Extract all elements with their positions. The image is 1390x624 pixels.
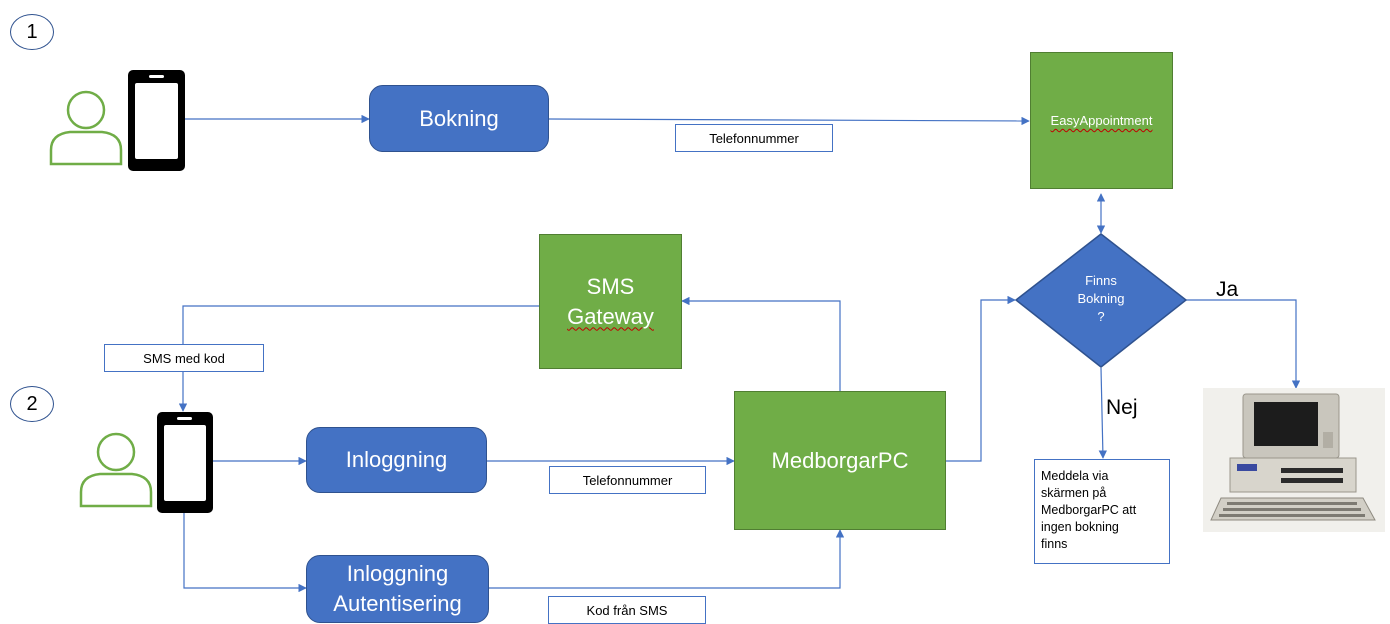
message-line4: ingen bokning <box>1041 520 1119 534</box>
sms-gateway-node: SMS Gateway <box>539 234 682 369</box>
easyappointment-label: EasyAppointment <box>1050 113 1153 128</box>
edge-medborgarpc-to-decision <box>946 295 1016 462</box>
sms-gateway-label-line2: Gateway <box>567 303 654 329</box>
kod-fran-sms-text: Kod från SMS <box>586 602 668 618</box>
edge-bokning-to-easyappointment <box>548 116 1030 126</box>
telefonnummer-mid-text: Telefonnummer <box>582 472 673 488</box>
edge-label-kod-fran-sms: Kod från SMS <box>548 596 706 624</box>
bokning-node: Bokning <box>369 85 549 152</box>
decision-text: Finns Bokning ? <box>1046 272 1156 326</box>
user-icon <box>79 432 153 508</box>
user-icon <box>49 90 123 166</box>
mobile-phone-icon <box>128 70 185 171</box>
decision-line2: Bokning <box>1077 291 1125 306</box>
step-1-number: 1 <box>26 20 38 43</box>
sms-med-kod-text: SMS med kod <box>143 350 225 366</box>
inloggning-autentisering-label-line2: Autentisering <box>333 591 462 616</box>
decision-diamond <box>1014 233 1188 368</box>
edge-label-sms-med-kod: SMS med kod <box>104 344 264 372</box>
decision-line3: ? <box>1097 309 1105 324</box>
medborgarpc-label: MedborgarPC <box>771 447 909 473</box>
desktop-computer-icon <box>1203 388 1385 532</box>
telefonnummer-top-text: Telefonnummer <box>709 130 799 146</box>
edge-label-telefonnummer-mid: Telefonnummer <box>549 466 706 494</box>
inloggning-node: Inloggning <box>306 427 487 493</box>
message-line1: Meddela via <box>1041 469 1109 483</box>
sms-gateway-label-line1: SMS <box>586 273 635 299</box>
edge-decision-nej <box>1098 367 1108 459</box>
easyappointment-node: EasyAppointment <box>1030 52 1173 189</box>
ja-label: Ja <box>1216 278 1239 301</box>
mobile-phone-icon <box>157 412 213 513</box>
step-2-number: 2 <box>26 392 38 415</box>
edge-decision-ja <box>1186 299 1301 389</box>
step-2-marker: 2 <box>10 386 54 422</box>
message-line2: skärmen på <box>1041 486 1107 500</box>
no-booking-message-node: Meddela via skärmen på MedborgarPC att i… <box>1034 459 1170 564</box>
edge-label-telefonnummer-top: Telefonnummer <box>675 124 833 152</box>
edge-medborgarpc-to-sms <box>681 296 841 391</box>
bokning-label: Bokning <box>419 105 499 131</box>
edge-autentisering-to-medborgarpc <box>489 529 845 589</box>
edge-sms-to-phone <box>178 305 539 412</box>
edge-phone-to-autentisering <box>183 513 307 593</box>
message-line3: MedborgarPC att <box>1041 503 1137 517</box>
medborgarpc-node: MedborgarPC <box>734 391 946 530</box>
step-1-marker: 1 <box>10 14 54 50</box>
inloggning-autentisering-label-line1: Inloggning <box>346 561 449 586</box>
inloggning-autentisering-node: Inloggning Autentisering <box>306 555 489 623</box>
inloggning-label: Inloggning <box>345 447 448 472</box>
message-line5: finns <box>1041 537 1068 551</box>
nej-label: Nej <box>1106 396 1138 419</box>
decision-line1: Finns <box>1085 273 1117 288</box>
